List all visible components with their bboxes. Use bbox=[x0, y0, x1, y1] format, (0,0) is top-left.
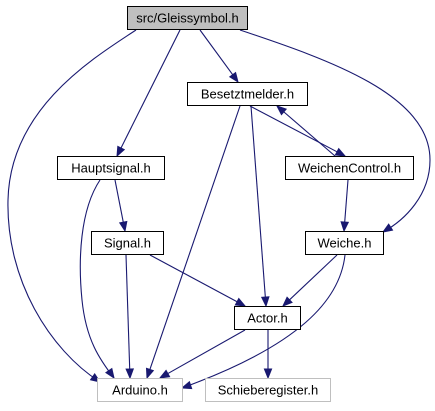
edge-weiche-to-actor bbox=[282, 254, 338, 307]
node-label: Besetztmelder.h bbox=[201, 87, 294, 102]
edge-actor-to-arduino bbox=[158, 329, 246, 379]
arrowhead bbox=[125, 368, 135, 380]
arrowhead bbox=[263, 368, 273, 380]
edge-line bbox=[149, 254, 238, 303]
edge-gleissymbol-to-hauptsignal bbox=[116, 29, 181, 158]
arrowhead bbox=[180, 380, 193, 390]
edge-besetztmelder-to-actor bbox=[250, 105, 270, 308]
edge-line bbox=[167, 329, 246, 375]
node-schieberegister[interactable]: Schieberegister.h bbox=[205, 378, 331, 402]
node-label: Arduino.h bbox=[112, 383, 168, 398]
edge-line bbox=[79, 179, 115, 379]
edge-hauptsignal-to-arduino bbox=[79, 179, 115, 380]
arrowhead bbox=[145, 367, 155, 380]
node-box bbox=[187, 82, 308, 106]
node-label: Weiche.h bbox=[318, 236, 372, 251]
node-gleissymbol: src/Gleissymbol.h bbox=[127, 6, 248, 30]
node-label: Hauptsignal.h bbox=[71, 161, 151, 176]
edge-hauptsignal-to-signal bbox=[114, 179, 128, 233]
arrowhead bbox=[158, 369, 171, 379]
edge-gleissymbol-to-besetztmelder bbox=[199, 29, 239, 84]
edge-line bbox=[283, 111, 336, 157]
node-label: WeichenControl.h bbox=[298, 161, 401, 176]
edge-signal-to-actor bbox=[149, 254, 247, 307]
node-box bbox=[97, 378, 183, 402]
node-arduino[interactable]: Arduino.h bbox=[97, 378, 183, 402]
node-label: Schieberegister.h bbox=[218, 383, 318, 398]
node-box bbox=[127, 6, 248, 30]
node-hauptsignal[interactable]: Hauptsignal.h bbox=[57, 156, 165, 180]
arrowhead bbox=[381, 223, 394, 233]
node-weiche[interactable]: Weiche.h bbox=[305, 231, 384, 255]
node-box bbox=[57, 156, 165, 180]
arrowhead bbox=[340, 221, 350, 233]
arrowhead bbox=[116, 145, 126, 158]
edge-gleissymbol-to-weiche bbox=[239, 29, 431, 233]
edge-line bbox=[7, 29, 137, 383]
arrowhead bbox=[275, 105, 288, 116]
node-label: Signal.h bbox=[104, 236, 151, 251]
edge-actor-to-schieberegister bbox=[263, 330, 273, 380]
nodes-layer: src/Gleissymbol.hBesetztmelder.hHauptsig… bbox=[57, 6, 414, 402]
node-weichencontrol[interactable]: WeichenControl.h bbox=[285, 156, 414, 180]
arrowhead bbox=[228, 71, 239, 84]
edge-signal-to-arduino bbox=[125, 254, 135, 380]
edge-line bbox=[181, 254, 346, 389]
node-besetztmelder[interactable]: Besetztmelder.h bbox=[187, 82, 308, 106]
node-box bbox=[305, 231, 384, 255]
edge-weiche-to-arduino bbox=[180, 254, 346, 390]
edge-line bbox=[289, 254, 338, 301]
node-box bbox=[285, 156, 414, 180]
edge-line bbox=[249, 105, 338, 153]
node-actor[interactable]: Actor.h bbox=[234, 306, 301, 330]
arrowhead bbox=[118, 220, 128, 233]
edge-line bbox=[250, 105, 266, 298]
edge-line bbox=[149, 105, 241, 370]
node-signal[interactable]: Signal.h bbox=[91, 231, 164, 255]
edge-line bbox=[239, 29, 431, 233]
edge-weichencontrol-to-besetztmelder bbox=[275, 105, 336, 157]
arrowhead bbox=[334, 147, 347, 157]
node-box bbox=[234, 306, 301, 330]
arrowhead bbox=[105, 367, 115, 380]
edge-besetztmelder-to-arduino bbox=[145, 105, 241, 380]
arrowhead bbox=[260, 296, 270, 308]
node-label: Actor.h bbox=[247, 311, 287, 326]
edge-line bbox=[114, 179, 124, 223]
edge-line bbox=[199, 29, 234, 76]
node-label: src/Gleissymbol.h bbox=[136, 11, 239, 26]
edge-gleissymbol-to-arduino bbox=[7, 29, 137, 383]
edge-weichencontrol-to-weiche bbox=[340, 179, 350, 233]
edge-line bbox=[125, 254, 131, 370]
node-box bbox=[91, 231, 164, 255]
edge-besetztmelder-to-weichencontrol bbox=[249, 105, 347, 157]
arrowhead bbox=[282, 296, 293, 307]
edge-line bbox=[344, 179, 349, 223]
arrowhead bbox=[234, 297, 247, 307]
node-box bbox=[205, 378, 331, 402]
edge-line bbox=[120, 29, 181, 149]
